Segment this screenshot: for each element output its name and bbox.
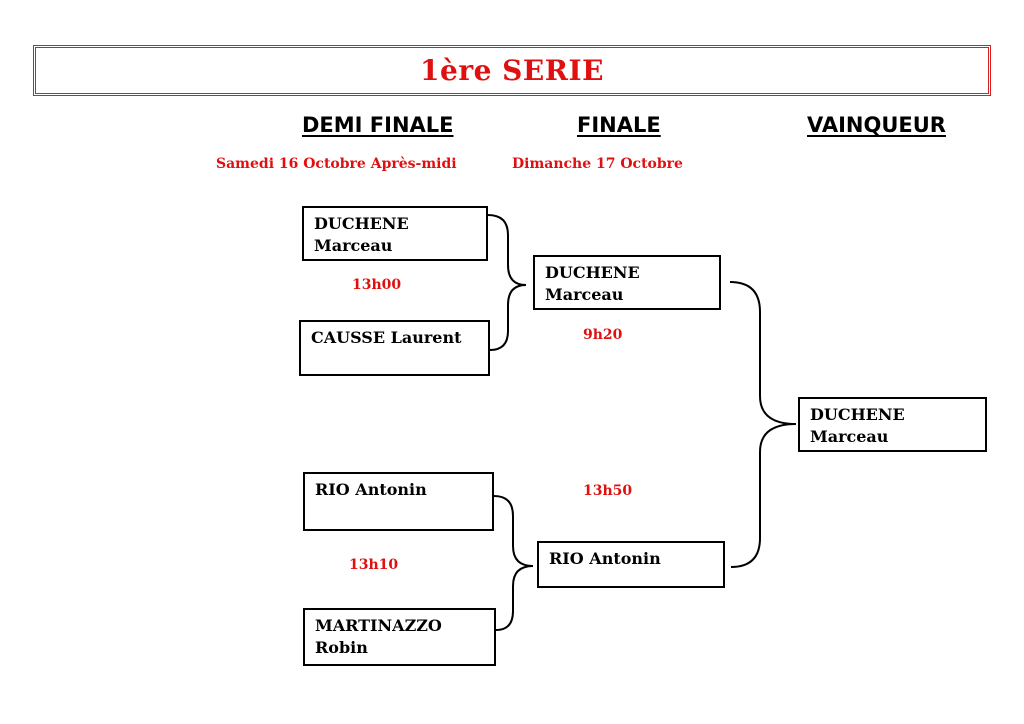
match-time-semi-top: 13h00	[352, 277, 402, 293]
match-time-final-bottom: 13h50	[583, 483, 633, 499]
date-final: Dimanche 17 Octobre	[512, 156, 683, 172]
semifinal-player-box: MARTINAZZO Robin	[303, 608, 496, 666]
final-player-box: DUCHENE Marceau	[533, 255, 721, 310]
connector-semi-top	[487, 214, 527, 351]
date-semifinal: Samedi 16 Octobre Après-midi	[216, 156, 457, 172]
winner-box: DUCHENE Marceau	[798, 397, 987, 452]
connector-final	[729, 281, 797, 568]
semifinal-player-box: RIO Antonin	[303, 472, 494, 531]
page-title: 1ère SERIE	[420, 54, 604, 87]
player-firstname: Marceau	[545, 285, 624, 304]
match-time-final-top: 9h20	[583, 327, 623, 343]
winner-firstname: Marceau	[810, 427, 889, 446]
player-name: RIO Antonin	[549, 549, 661, 568]
player-name: RIO Antonin	[315, 480, 427, 499]
player-name: MARTINAZZO	[315, 616, 442, 635]
player-name: DUCHENE	[314, 214, 409, 233]
column-header-semifinal: DEMI FINALE	[302, 113, 454, 137]
player-name: CAUSSE Laurent	[311, 328, 462, 347]
title-frame: 1ère SERIE	[33, 45, 991, 96]
column-header-winner: VAINQUEUR	[807, 113, 946, 137]
player-firstname: Marceau	[314, 236, 393, 255]
connector-semi-bottom	[493, 495, 534, 631]
final-player-box: RIO Antonin	[537, 541, 725, 588]
player-name: DUCHENE	[545, 263, 640, 282]
semifinal-player-box: CAUSSE Laurent	[299, 320, 490, 376]
match-time-semi-bottom: 13h10	[349, 557, 399, 573]
player-firstname: Robin	[315, 638, 368, 657]
semifinal-player-box: DUCHENE Marceau	[302, 206, 488, 261]
winner-name: DUCHENE	[810, 405, 905, 424]
column-header-final: FINALE	[577, 113, 661, 137]
